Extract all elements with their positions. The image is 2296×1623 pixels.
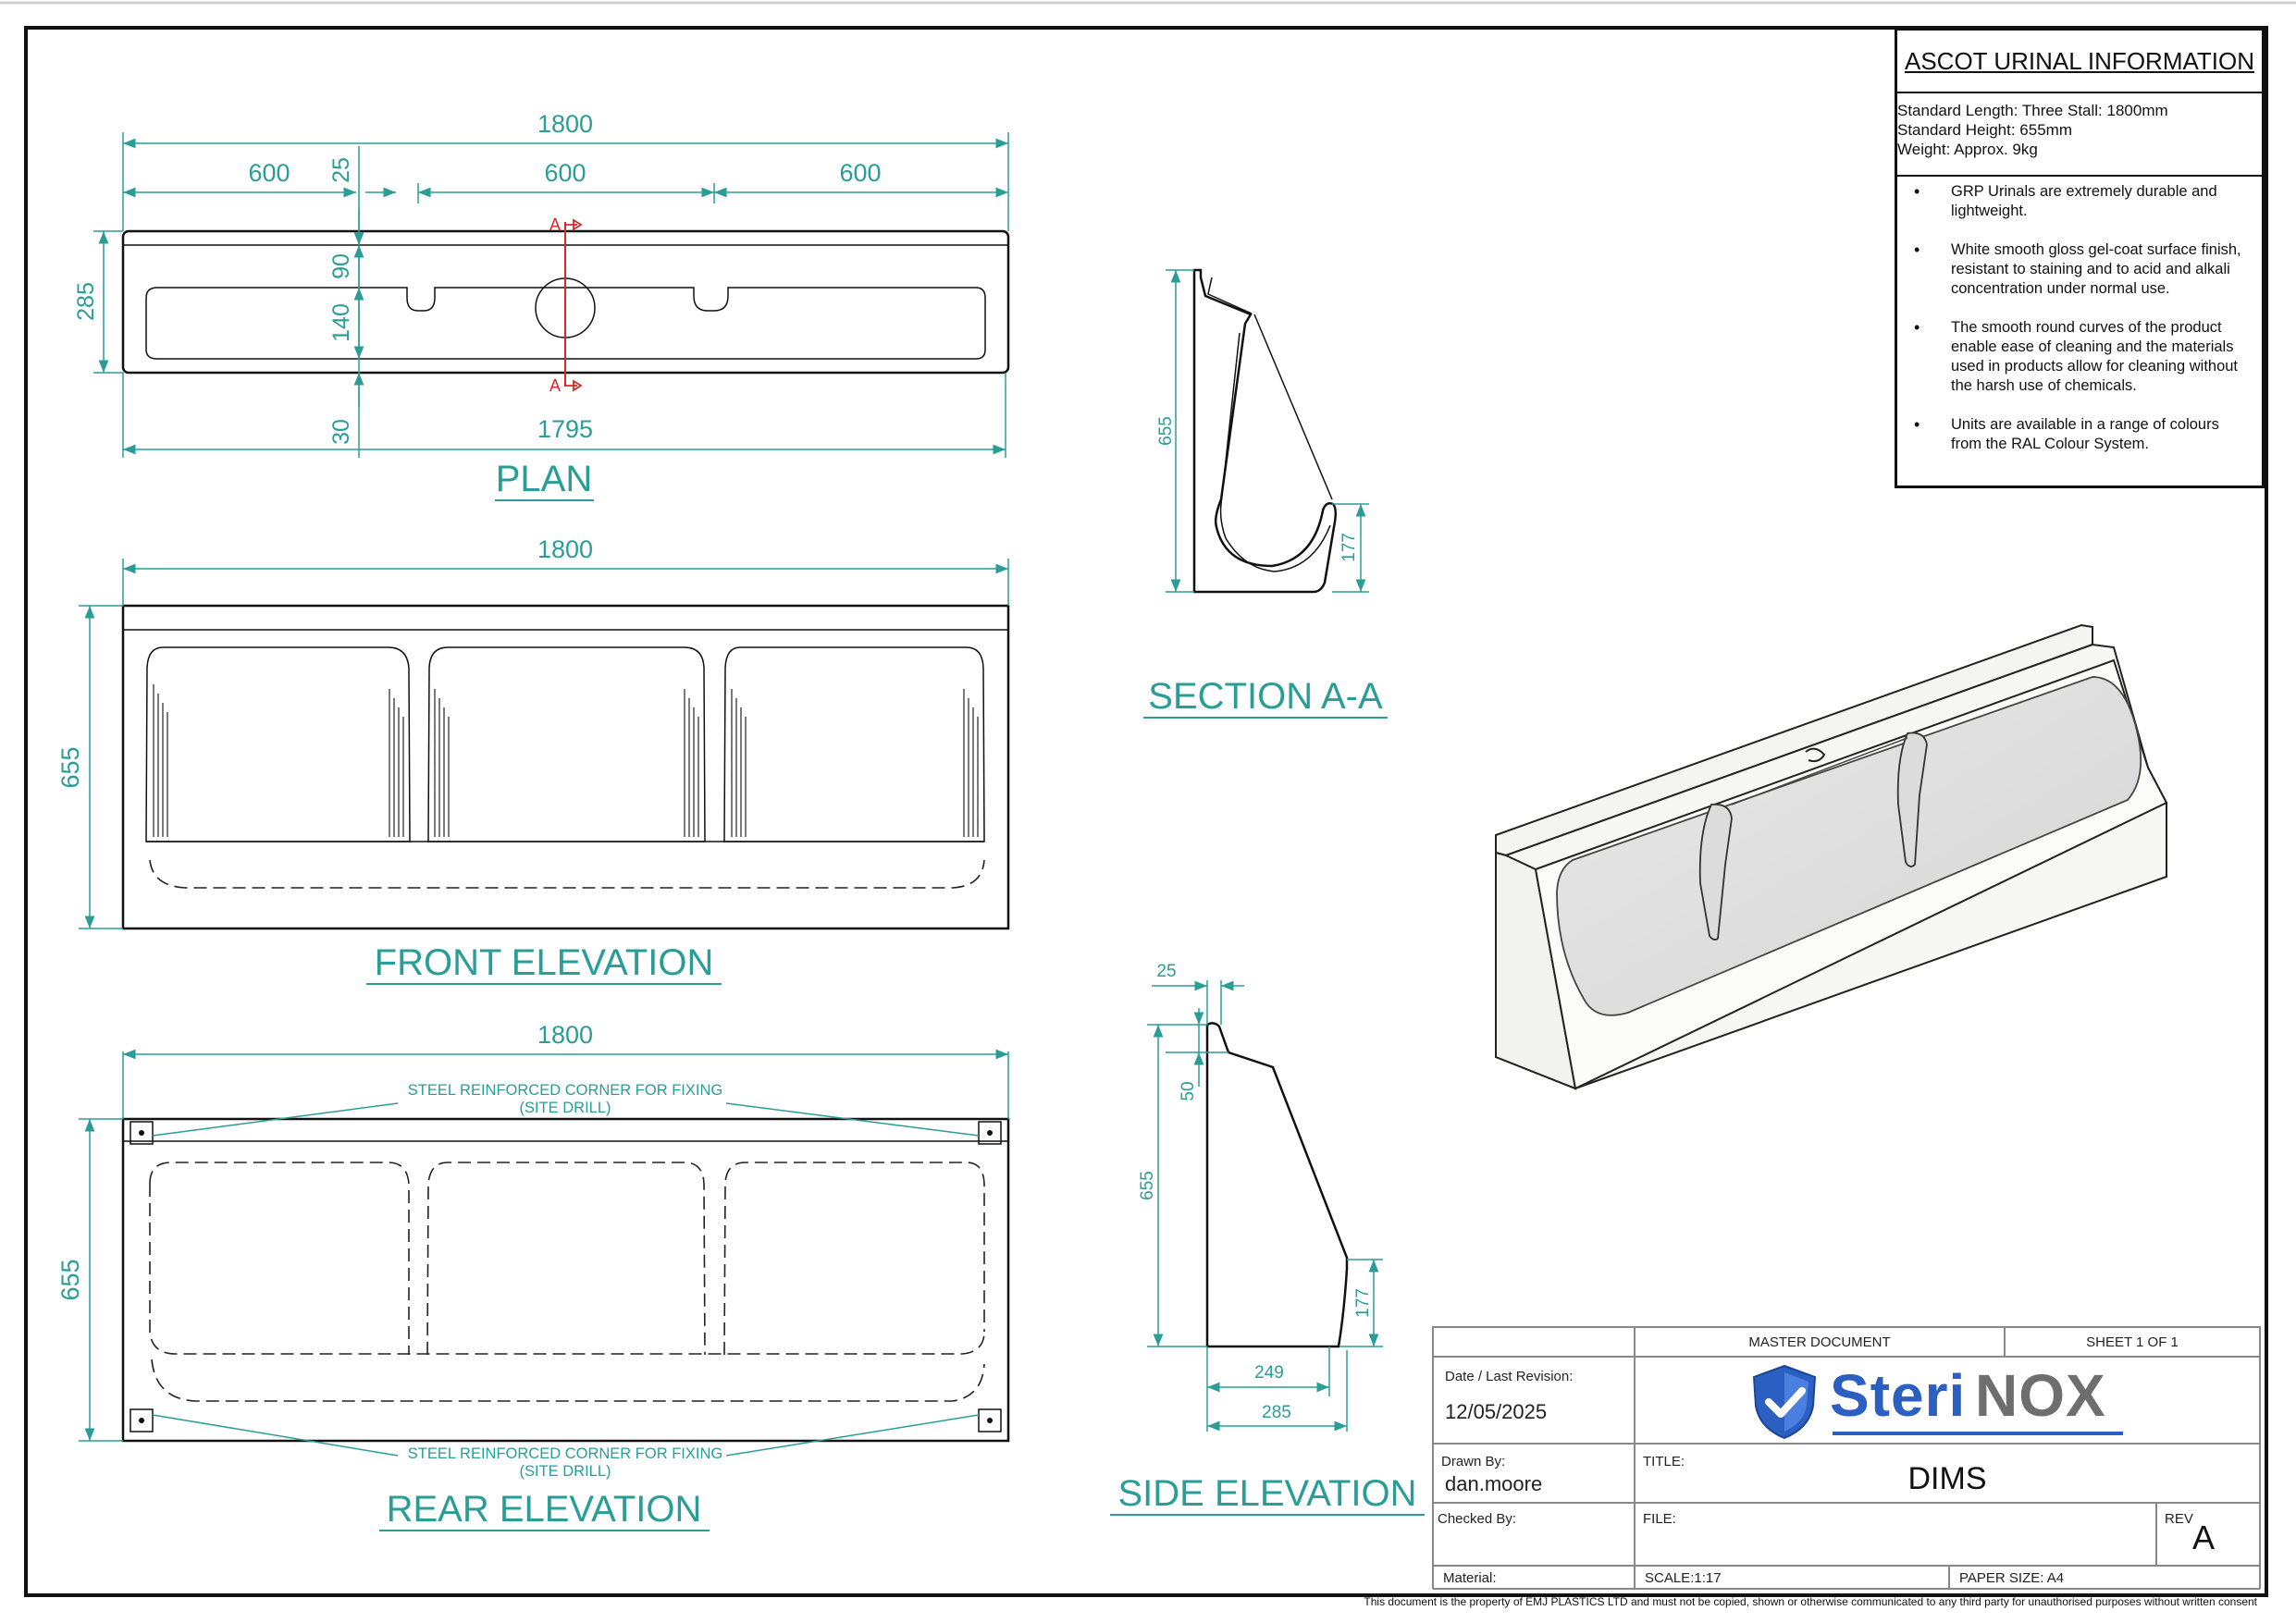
front-elevation-title: FRONT ELEVATION xyxy=(375,942,714,983)
tb-master: MASTER DOCUMENT xyxy=(1748,1334,1891,1350)
front-dim-width: 1800 xyxy=(537,535,593,563)
tb-title-label: TITLE: xyxy=(1643,1454,1685,1469)
tb-paper-cell: PAPER SIZE: A4 xyxy=(1949,1566,2260,1590)
section-dim-height: 655 xyxy=(1156,416,1176,446)
side-elevation-title: SIDE ELEVATION xyxy=(1117,1473,1416,1514)
plan-dim-right: 600 xyxy=(839,159,881,187)
plan-view: A A 1800 600 600 600 xyxy=(73,110,1010,501)
spec-length: Standard Length: Three Stall: 1800mm xyxy=(1897,102,2168,119)
section-a-a-view: 655 177 SECTION A-A xyxy=(1143,268,1388,719)
plan-dim-left: 600 xyxy=(248,159,290,187)
section-mark-top: A xyxy=(549,215,561,234)
tb-scale-cell: SCALE:1:17 xyxy=(1635,1566,1949,1590)
rear-note-bottom-line1: STEEL REINFORCED CORNER FOR FIXING xyxy=(408,1445,722,1462)
tb-sheet-cell: SHEET 1 OF 1 xyxy=(2005,1327,2260,1357)
plan-dim-25: 25 xyxy=(328,157,354,183)
rear-dim-width: 1800 xyxy=(537,1021,593,1049)
info-bullet: White smooth gloss gel-coat surface fini… xyxy=(1903,240,2253,299)
tb-scale: SCALE:1:17 xyxy=(1645,1570,1722,1586)
logo-nox: NOX xyxy=(1975,1362,2106,1429)
info-title: ASCOT URINAL INFORMATION xyxy=(1905,46,2254,75)
plan-dim-90: 90 xyxy=(328,253,354,279)
logo-steri: Steri xyxy=(1830,1362,1967,1429)
tb-rev-cell: REV A xyxy=(2156,1503,2260,1566)
tb-date-cell: Date / Last Revision: 12/05/2025 xyxy=(1433,1357,1635,1444)
info-bullet-list: GRP Urinals are extremely durable and li… xyxy=(1897,177,2262,454)
tb-paper: PAPER SIZE: A4 xyxy=(1959,1570,2065,1586)
rear-note-bottom-line2: (SITE DRILL) xyxy=(519,1463,611,1480)
tb-material-label: Material: xyxy=(1443,1570,1497,1586)
front-elevation-view: 1800 655 FRONT ELEVATION xyxy=(56,535,1010,985)
side-dim-249: 249 xyxy=(1254,1363,1284,1383)
tb-file-cell: FILE: xyxy=(1635,1503,2156,1566)
info-bullet: Units are available in a range of colour… xyxy=(1903,415,2253,454)
info-specs: Standard Length: Three Stall: 1800mm Sta… xyxy=(1897,93,2262,177)
side-elevation-view: 25 50 655 177 249 285 SIDE ELEVATION xyxy=(1110,962,1425,1516)
tb-drawn-cell: Drawn By: dan.moore xyxy=(1433,1444,1635,1503)
plan-dim-overall: 1800 xyxy=(537,110,593,138)
tb-drawn-value: dan.moore xyxy=(1445,1472,1543,1495)
plan-dim-mid: 600 xyxy=(544,159,586,187)
rear-dim-height: 655 xyxy=(56,1259,84,1300)
side-dim-25: 25 xyxy=(1156,962,1176,981)
plan-title: PLAN xyxy=(496,459,593,499)
side-dim-285: 285 xyxy=(1262,1403,1291,1422)
tb-date-label: Date / Last Revision: xyxy=(1445,1369,1574,1384)
rear-elevation-title: REAR ELEVATION xyxy=(387,1489,702,1530)
section-mark-bottom: A xyxy=(549,376,561,395)
tb-rev-value: A xyxy=(2192,1518,2216,1556)
tb-logo-cell: Steri NOX xyxy=(1635,1357,2260,1444)
side-dim-lip: 177 xyxy=(1353,1288,1373,1318)
section-title: SECTION A-A xyxy=(1148,676,1383,717)
footer-disclaimer: This document is the property of EMJ PLA… xyxy=(1364,1595,2257,1608)
tb-title-cell: TITLE: DIMS xyxy=(1635,1444,2260,1503)
info-title-row: ASCOT URINAL INFORMATION xyxy=(1897,31,2262,93)
spec-weight: Weight: Approx. 9kg xyxy=(1897,141,2038,158)
spec-height: Standard Height: 655mm xyxy=(1897,121,2072,139)
tb-master-cell: MASTER DOCUMENT xyxy=(1635,1327,2005,1357)
tb-rev-label: REV xyxy=(2165,1511,2193,1527)
rear-note-top-line2: (SITE DRILL) xyxy=(519,1100,611,1116)
plan-dim-bottom: 1795 xyxy=(537,415,593,443)
tb-title-value: DIMS xyxy=(1907,1461,1987,1496)
section-dim-lip: 177 xyxy=(1339,533,1359,562)
tb-material-cell: Material: xyxy=(1433,1566,1635,1590)
isometric-render xyxy=(1495,623,2168,1090)
info-panel: ASCOT URINAL INFORMATION Standard Length… xyxy=(1895,28,2265,488)
sheet-border xyxy=(24,26,2268,1597)
logo-underline xyxy=(1833,1432,2123,1435)
tb-checked-cell: Checked By: xyxy=(1433,1503,1635,1566)
title-block: MASTER DOCUMENT SHEET 1 OF 1 Date / Last… xyxy=(1432,1326,2261,1590)
rear-note-top-line1: STEEL REINFORCED CORNER FOR FIXING xyxy=(408,1082,722,1099)
side-dim-height: 655 xyxy=(1138,1171,1157,1200)
tb-file-label: FILE: xyxy=(1643,1511,1676,1527)
rear-elevation-view: 1800 655 STEEL REINFORCED CORNER FOR FIX… xyxy=(56,1021,1010,1531)
info-bullet: The smooth round curves of the product e… xyxy=(1903,318,2253,396)
shield-check-icon xyxy=(1752,1364,1817,1440)
plan-dim-30: 30 xyxy=(328,419,354,445)
tb-date-value: 12/05/2025 xyxy=(1445,1400,1548,1423)
tb-drawn-label: Drawn By: xyxy=(1441,1454,1506,1469)
tb-blank-cell xyxy=(1433,1327,1635,1357)
tb-checked-label: Checked By: xyxy=(1438,1511,1517,1527)
front-dim-height: 655 xyxy=(56,746,84,788)
tb-sheet: SHEET 1 OF 1 xyxy=(2086,1334,2179,1350)
side-dim-50: 50 xyxy=(1179,1081,1198,1100)
plan-dim-140: 140 xyxy=(328,303,354,342)
info-bullet: GRP Urinals are extremely durable and li… xyxy=(1903,182,2253,221)
plan-dim-depth: 285 xyxy=(73,282,99,321)
